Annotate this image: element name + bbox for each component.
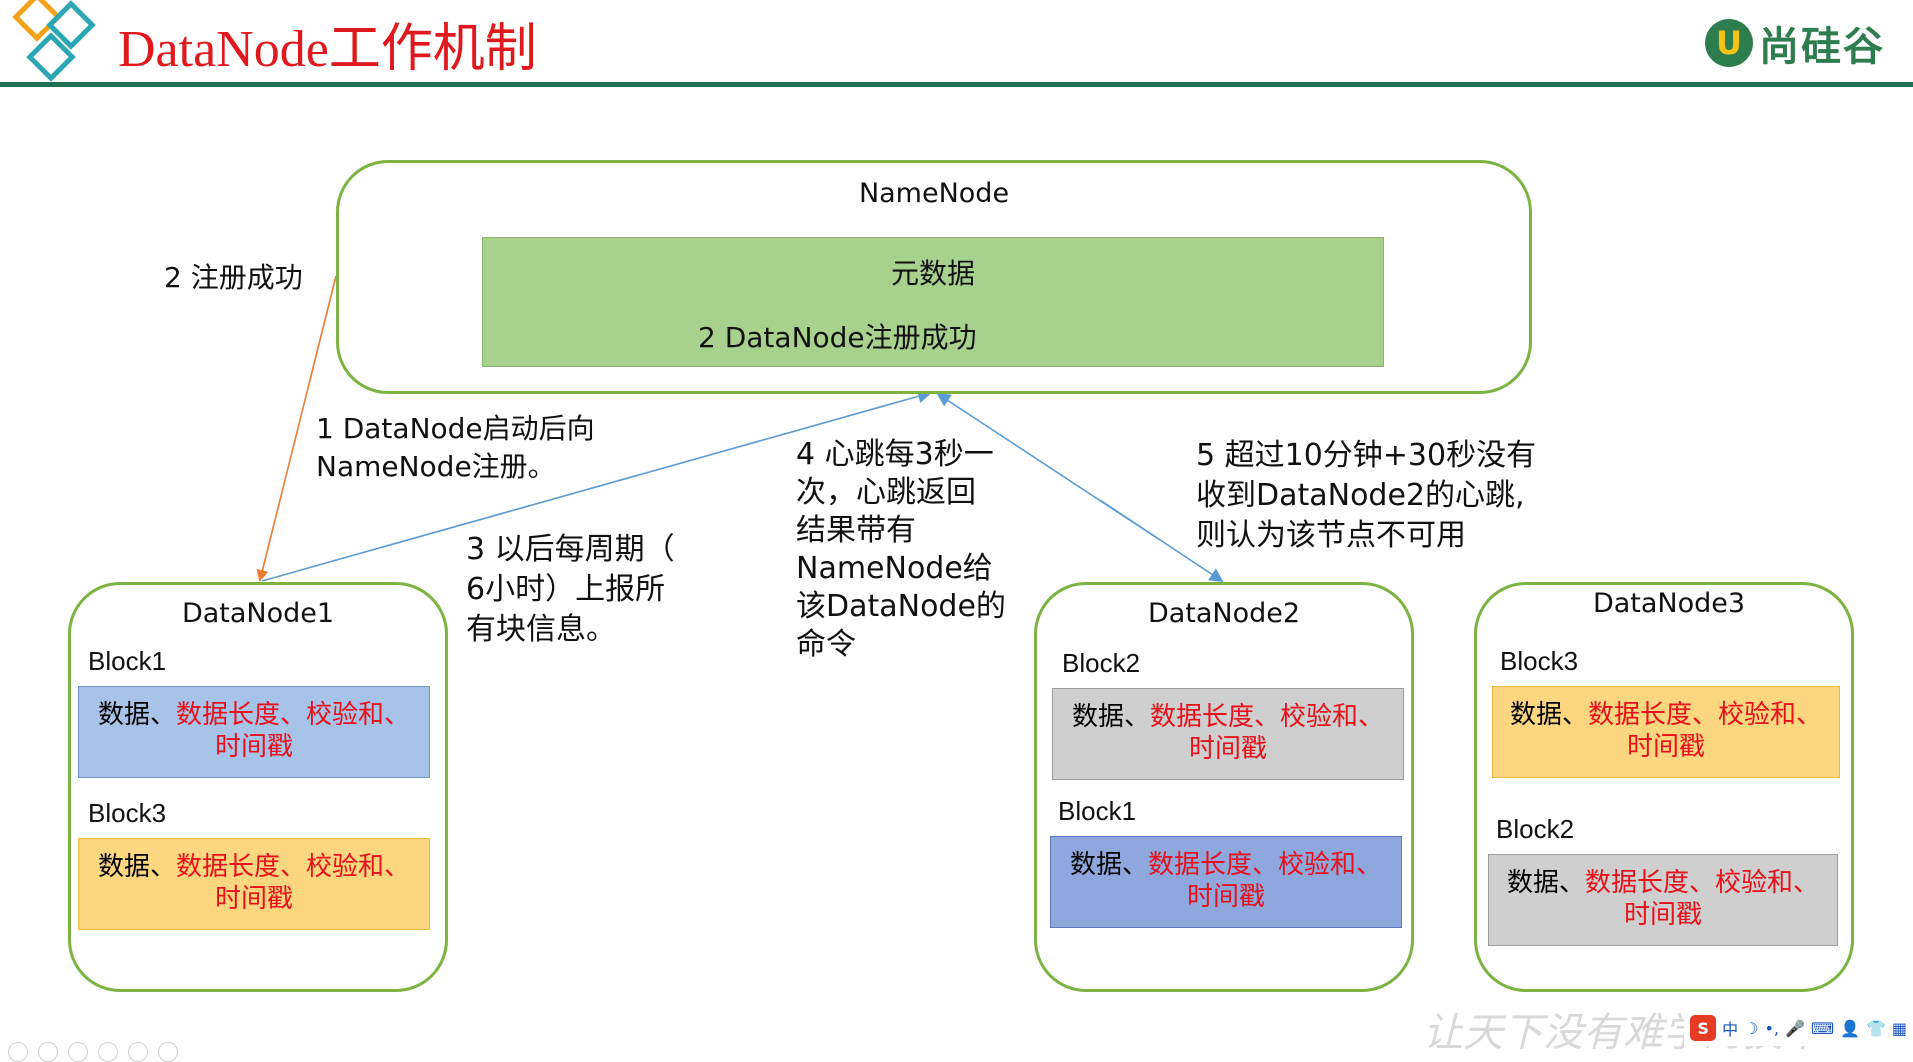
page-title: DataNode工作机制 <box>118 21 537 78</box>
pen-icon[interactable] <box>68 1042 88 1062</box>
block-data-text: 数据、 <box>97 852 176 882</box>
heartbeat-arrow-to-datanode2 <box>1099 499 1224 583</box>
heartbeat-note-line: 结果带有 <box>796 513 916 548</box>
sogou-icon[interactable]: S <box>1690 1015 1717 1041</box>
timeout-note: 5 超过10分钟+30秒没有 收到DataNode2的心跳, 则认为该节点不可用 <box>1196 436 1536 556</box>
datanode2-box <box>1034 582 1414 992</box>
datanode2-block1: 数据、数据长度、校验和、 时间戳 <box>1050 836 1402 928</box>
grid-icon[interactable]: ▦ <box>1891 1018 1907 1038</box>
block-meta-text: 数据长度、校验和、 <box>1148 850 1383 880</box>
microphone-icon[interactable]: 🎤 <box>1785 1018 1805 1038</box>
slide-nav-controls <box>8 1042 178 1062</box>
block-meta-text: 数据长度、校验和、 <box>1585 868 1820 898</box>
block-timestamp-text: 时间戳 <box>1186 882 1265 912</box>
next-slide-icon[interactable] <box>38 1042 58 1062</box>
block-meta-text: 数据长度、校验和、 <box>176 700 411 730</box>
datanode1-block-label: Block1 <box>88 646 167 676</box>
block-timestamp-text: 时间戳 <box>1188 734 1267 764</box>
block-data-text: 数据、 <box>97 700 176 730</box>
report-arrow <box>261 389 932 582</box>
user-icon[interactable]: 👤 <box>1840 1018 1860 1038</box>
datanode3-block-label: Block3 <box>1500 646 1579 676</box>
heartbeat-note: 4 心跳每3秒一 次，心跳返回 结果带有 NameNode给 该DataNode… <box>796 436 1006 664</box>
block-meta-text: 数据长度、校验和、 <box>1588 700 1823 730</box>
namenode-title: NameNode <box>858 178 1010 209</box>
startup-note: 1 DataNode启动后向 NameNode注册。 <box>316 410 595 486</box>
datanode1-title: DataNode1 <box>181 598 335 629</box>
metadata-title: 元数据 <box>890 257 975 290</box>
startup-note-line: NameNode注册。 <box>316 450 556 483</box>
slides-grid-icon[interactable] <box>98 1042 118 1062</box>
report-note-line: 3 以后每周期（ <box>466 532 675 567</box>
heartbeat-note-line: 该DataNode的 <box>796 589 1006 624</box>
heartbeat-note-line: 4 心跳每3秒一 <box>796 437 994 472</box>
block-data-text: 数据、 <box>1069 850 1148 880</box>
block-data-text: 数据、 <box>1506 868 1585 898</box>
datanode2-title: DataNode2 <box>1147 598 1301 629</box>
moon-icon[interactable]: ☽ <box>1744 1018 1759 1038</box>
report-note-line: 6小时）上报所 <box>466 572 666 607</box>
header-divider <box>0 82 1913 87</box>
keyboard-icon[interactable]: ⌨ <box>1810 1018 1835 1038</box>
block-meta-text: 数据长度、校验和、 <box>176 852 411 882</box>
report-note: 3 以后每周期（ 6小时）上报所 有块信息。 <box>466 530 675 650</box>
zoom-icon[interactable] <box>128 1042 148 1062</box>
startup-note-line: 1 DataNode启动后向 <box>316 412 595 445</box>
shirt-icon[interactable]: 👕 <box>1865 1018 1886 1038</box>
datanode1-box <box>68 582 448 992</box>
timeout-note-line: 收到DataNode2的心跳, <box>1196 478 1525 513</box>
brand-logo: U 尚硅谷 <box>1705 14 1885 72</box>
datanode3-block2: 数据、数据长度、校验和、 时间戳 <box>1488 854 1838 946</box>
datanode1-block3: 数据、数据长度、校验和、 时间戳 <box>78 838 430 930</box>
datanode2-block-label: Block2 <box>1062 648 1141 678</box>
datanode3-title: DataNode3 <box>1592 588 1746 619</box>
block-meta-text: 数据长度、校验和、 <box>1150 702 1385 732</box>
punctuation-icon[interactable]: •, <box>1764 1018 1780 1038</box>
metadata-note: 2 DataNode注册成功 <box>698 321 977 354</box>
heartbeat-note-line: NameNode给 <box>796 551 993 586</box>
ime-toolbar[interactable]: S 中 ☽ •, 🎤 ⌨ 👤 👕 ▦ <box>1684 1010 1913 1046</box>
logo-icon <box>8 0 108 86</box>
block-timestamp-text: 时间戳 <box>1623 900 1702 930</box>
timeout-note-line: 5 超过10分钟+30秒没有 <box>1196 438 1537 473</box>
heartbeat-note-line: 次，心跳返回 <box>796 475 976 510</box>
datanode1-block-label: Block3 <box>88 798 167 828</box>
ime-language-toggle[interactable]: 中 <box>1722 1020 1739 1039</box>
register-arrow <box>256 275 337 582</box>
brand-badge-icon: U <box>1705 19 1753 67</box>
brand-name: 尚硅谷 <box>1759 24 1885 70</box>
register-success-label: 2 注册成功 <box>164 261 303 294</box>
report-note-line: 有块信息。 <box>466 612 616 647</box>
datanode3-block-label: Block2 <box>1496 814 1575 844</box>
datanode3-block3: 数据、数据长度、校验和、 时间戳 <box>1492 686 1840 778</box>
timeout-note-line: 则认为该节点不可用 <box>1196 518 1466 553</box>
block-data-text: 数据、 <box>1071 702 1150 732</box>
block-timestamp-text: 时间戳 <box>1626 732 1705 762</box>
more-options-icon[interactable] <box>158 1042 178 1062</box>
datanode2-block-label: Block1 <box>1058 796 1137 826</box>
block-timestamp-text: 时间戳 <box>214 884 293 914</box>
metadata-box <box>482 237 1384 367</box>
block-data-text: 数据、 <box>1509 700 1588 730</box>
prev-slide-icon[interactable] <box>8 1042 28 1062</box>
datanode2-block2: 数据、数据长度、校验和、 时间戳 <box>1052 688 1404 780</box>
datanode1-block1: 数据、数据长度、校验和、 时间戳 <box>78 686 430 778</box>
block-timestamp-text: 时间戳 <box>214 732 293 762</box>
heartbeat-note-line: 命令 <box>796 627 856 662</box>
